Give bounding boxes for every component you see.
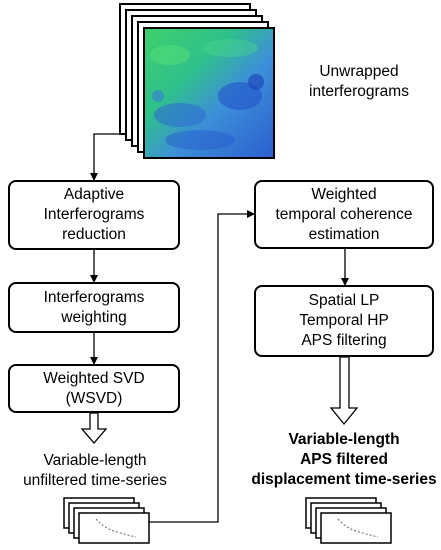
aps-filtering-box: Spatial LP Temporal HP APS filtering — [254, 285, 434, 357]
adaptive-line-2: Interferograms — [43, 206, 145, 223]
unfiltered-line-1: Variable-length — [43, 452, 147, 469]
coherence-line-1: Weighted — [311, 185, 377, 203]
filtered-line-1: Variable-length — [288, 431, 400, 448]
weighting-line-2: weighting — [61, 308, 127, 326]
interferogram-image — [143, 27, 275, 159]
filtered-line-3: displacement time-series — [251, 471, 437, 488]
unfiltered-output-label: Variable-length unfiltered time-series — [2, 451, 188, 491]
unfiltered-timeseries-stack — [63, 497, 150, 544]
weighted-svd-box: Weighted SVD (WSVD) — [8, 364, 180, 413]
adaptive-line-1: Adaptive — [63, 186, 125, 203]
stack-label-line-2: interferograms — [309, 83, 409, 100]
adaptive-reduction-box: Adaptive Interferograms reduction — [8, 180, 180, 250]
adaptive-line-3: reduction — [62, 226, 126, 243]
aps-line-3: APS filtering — [301, 332, 387, 349]
filtered-timeseries-stack — [305, 497, 392, 544]
interferograms-weighting-box: Interferograms weighting — [8, 282, 180, 333]
connector-unfiltered-to-coherence — [140, 210, 255, 523]
hollow-arrow-wsvd-output — [80, 412, 108, 444]
aps-line-2: Temporal HP — [299, 312, 389, 329]
weighting-line-1: Interferograms — [43, 288, 145, 306]
hollow-arrow-aps-output — [329, 356, 359, 426]
connector-stack-to-adaptive — [90, 133, 126, 181]
aps-line-1: Spatial LP — [308, 292, 380, 309]
filtered-output-label: Variable-length APS filtered displacemen… — [246, 430, 441, 490]
unwrapped-interferograms-label: Unwrapped interferograms — [294, 62, 424, 102]
wsvd-line-1: Weighted SVD — [43, 369, 145, 387]
coherence-line-2: temporal coherence — [275, 205, 413, 223]
filtered-line-2: APS filtered — [300, 451, 388, 468]
coherence-line-3: estimation — [308, 225, 380, 243]
temporal-coherence-box: Weighted temporal coherence estimation — [254, 180, 434, 249]
interferogram-stack — [119, 3, 275, 159]
unfiltered-line-2: unfiltered time-series — [23, 472, 167, 489]
wsvd-line-2: (WSVD) — [65, 389, 123, 407]
stack-label-line-1: Unwrapped — [319, 63, 399, 80]
